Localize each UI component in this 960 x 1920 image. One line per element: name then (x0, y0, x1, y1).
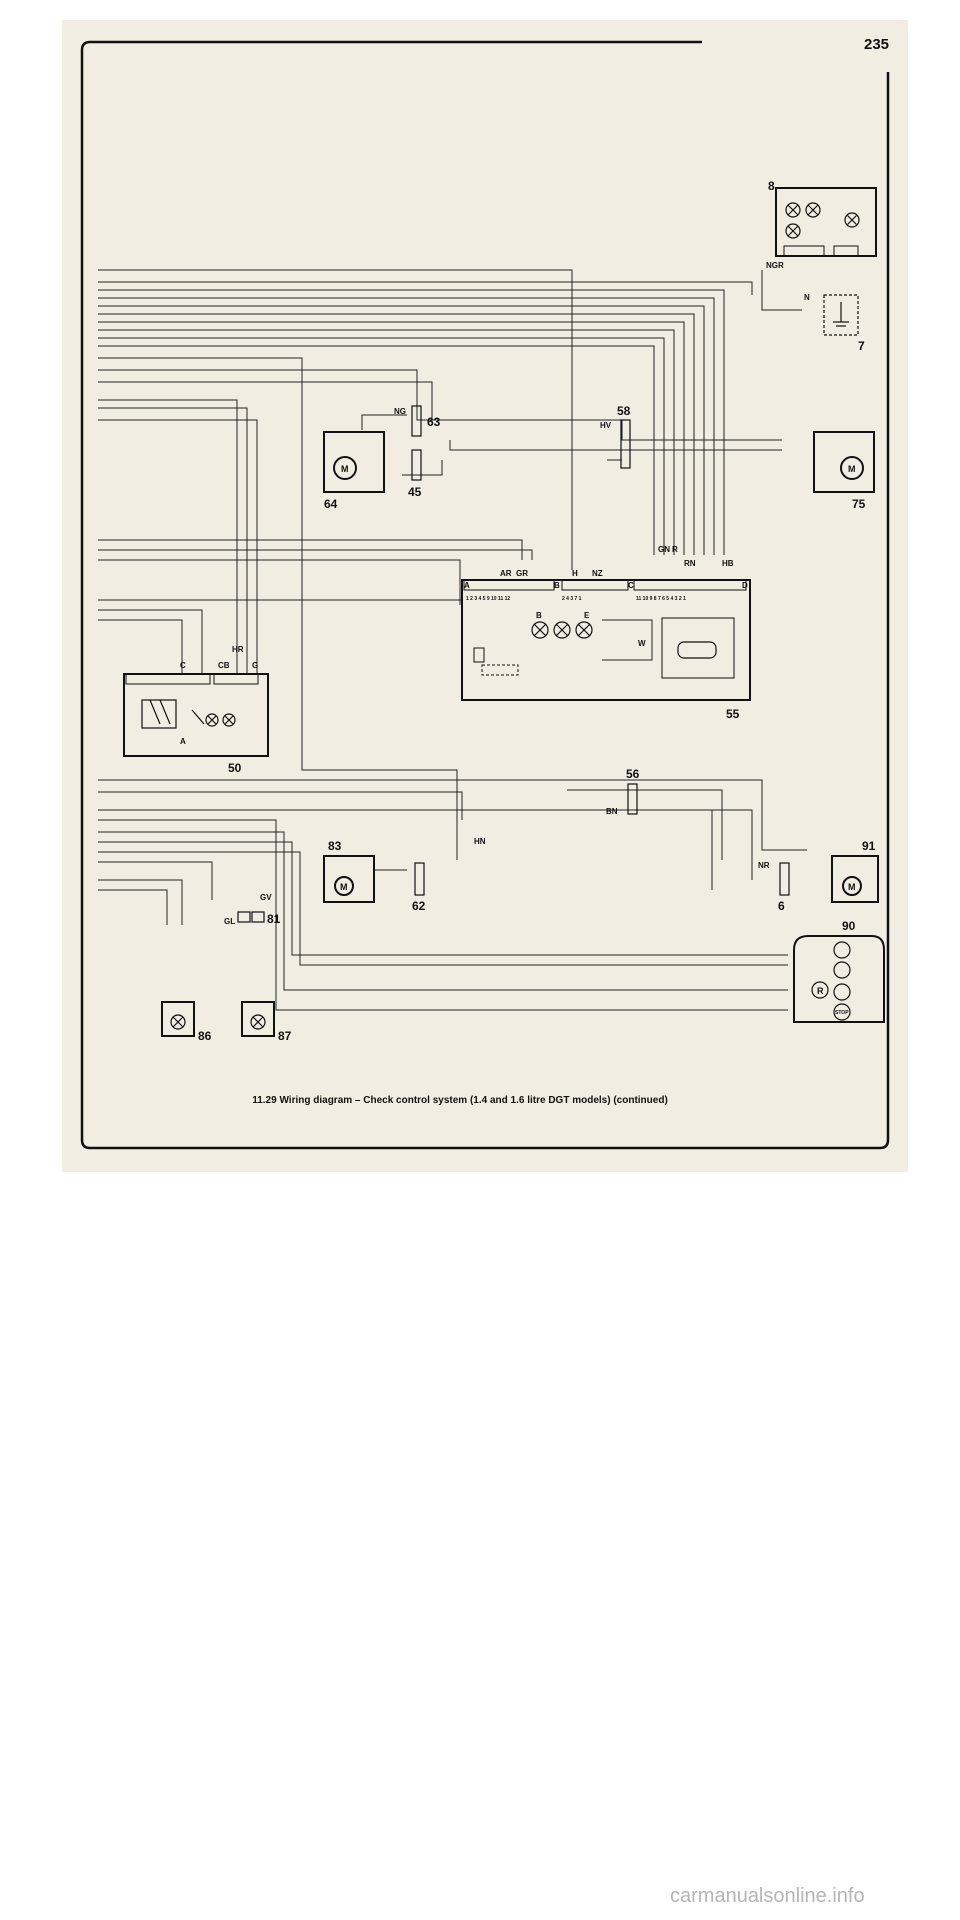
wire-bundle (98, 269, 807, 1011)
wire-label-n: N (804, 293, 810, 302)
wire-label-gr: GR (516, 569, 528, 578)
label-component-58: 58 (617, 404, 631, 418)
wire-labels: NGR N NG HV GN R RN HN HB HR AR GR H NZ … (180, 261, 810, 926)
watermark: carmanualsonline.info (670, 1885, 865, 1907)
wire-label-a: A (180, 737, 186, 746)
connector-63 (411, 405, 422, 437)
label-component-7: 7 (858, 339, 865, 353)
label-component-91: 91 (862, 839, 876, 853)
wire-label-w: W (638, 639, 646, 648)
wire-label-gv: GV (260, 893, 272, 902)
wire-label-nz: NZ (592, 569, 603, 578)
stop-symbol-90: STOP (835, 1010, 849, 1016)
label-component-62: 62 (412, 899, 426, 913)
connector-62 (414, 862, 425, 896)
lamp-icon (785, 202, 860, 239)
wire-label-b: B (536, 611, 542, 620)
motor-symbol-91: M (848, 882, 856, 892)
scanned-page (62, 20, 908, 1172)
motor-icon (840, 456, 864, 480)
label-component-86: 86 (198, 1029, 212, 1043)
label-component-90: 90 (842, 919, 856, 933)
wire-label-hn: HN (474, 837, 486, 846)
wire-label-rn: RN (684, 559, 696, 568)
label-component-45: 45 (408, 485, 422, 499)
motor-symbol-83: M (340, 882, 348, 892)
wire-label-g: G (252, 661, 258, 670)
connector-letter-c: C (628, 581, 634, 590)
wire-connections (361, 270, 802, 890)
pin-numbers: 1 2 3 4 5 9 10 11 12 2 4 3 7 1 11 10 9 8… (466, 596, 686, 602)
connector-6 (779, 862, 790, 896)
wire-label-ar: AR (500, 569, 512, 578)
wire-label-e: E (584, 611, 590, 620)
connector-56 (627, 783, 638, 815)
connector-letter-a: A (464, 581, 470, 590)
label-component-87: 87 (278, 1029, 292, 1043)
lamp-icon (205, 713, 236, 727)
connector-81 (237, 911, 265, 923)
component-90 (793, 935, 885, 1023)
connector-45 (411, 449, 422, 481)
wire-label-nr: NR (758, 861, 770, 870)
component-64 (323, 431, 385, 493)
label-component-50: 50 (228, 761, 242, 775)
connector-letter-d: D (742, 581, 748, 590)
wire-label-r: R (672, 545, 678, 554)
motor-icon (333, 456, 357, 480)
component-75 (813, 431, 875, 493)
label-component-63: 63 (427, 415, 441, 429)
wire-label-ngr: NGR (766, 261, 784, 270)
label-component-8: 8 (768, 179, 775, 193)
motor-icon (334, 876, 354, 896)
wire-label-hb: HB (722, 559, 734, 568)
label-component-56: 56 (626, 767, 640, 781)
wire-label-gl: GL (224, 917, 235, 926)
label-component-55: 55 (726, 707, 740, 721)
relay-icon (811, 941, 851, 1021)
lamp-icon (531, 621, 593, 639)
label-component-83: 83 (328, 839, 342, 853)
component-7 (823, 294, 859, 336)
pin-numbers-c: 11 10 9 8 7 6 5 4 3 2 1 (636, 596, 686, 602)
page-frame (80, 40, 890, 1150)
pin-numbers-b: 2 4 3 7 1 (562, 596, 582, 602)
ground-icon (833, 302, 849, 327)
component-87 (241, 1001, 275, 1037)
connector-letter-b: B (554, 581, 560, 590)
wire-label-cb: CB (218, 661, 230, 670)
connector-58 (620, 419, 631, 469)
wire-label-bn: BN (606, 807, 618, 816)
lamp-icon (170, 1014, 186, 1030)
connector-letters: A B C D (464, 581, 748, 590)
wire-label-hr: HR (232, 645, 244, 654)
label-component-6: 6 (778, 899, 785, 913)
wire-label-hv: HV (600, 421, 612, 430)
wire-label-gn: GN (658, 545, 670, 554)
wire-label-c: C (180, 661, 186, 670)
component-91 (831, 855, 879, 903)
figure-caption: 11.29 Wiring diagram – Check control sys… (252, 1095, 668, 1106)
component-50 (123, 673, 269, 757)
lamp-icon (250, 1014, 266, 1030)
label-component-64: 64 (324, 497, 338, 511)
component-55 (461, 579, 751, 701)
wire-label-h: H (572, 569, 578, 578)
relay-symbol-90: R (817, 986, 824, 996)
motor-symbol-75: M (848, 464, 856, 474)
component-86 (161, 1001, 195, 1037)
wiring-diagram: 8 7 63 45 58 64 75 55 50 56 83 62 91 6 9… (80, 40, 890, 1150)
switch-icon (141, 699, 205, 729)
pin-numbers-a: 1 2 3 4 5 9 10 11 12 (466, 596, 510, 602)
motor-icon (842, 876, 862, 896)
wire-label-ng: NG (394, 407, 406, 416)
motor-symbol-64: M (341, 464, 349, 474)
label-component-75: 75 (852, 497, 866, 511)
component-83 (323, 855, 375, 903)
label-component-81: 81 (267, 912, 281, 926)
component-8 (775, 187, 877, 257)
page-number: 235 (864, 36, 890, 53)
